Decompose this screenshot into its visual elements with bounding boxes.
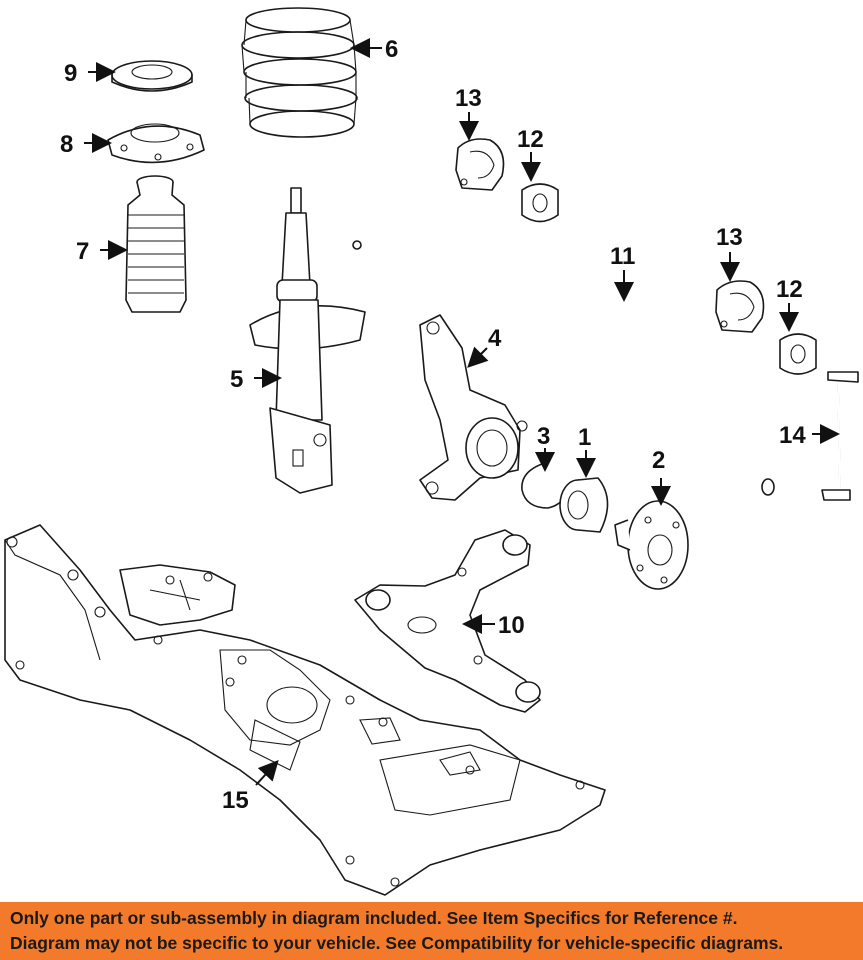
callout-11: 11 [610, 243, 635, 302]
callout-12-right: 12 [776, 276, 803, 332]
callout-8-label: 8 [60, 131, 73, 158]
callout-14-label: 14 [779, 422, 806, 449]
suspension-parts-diagram: 1 2 3 4 5 6 7 8 [4, 7, 859, 896]
callout-13-right: 13 [716, 224, 743, 282]
callout-15-label: 15 [222, 787, 249, 814]
callout-5: 5 [230, 366, 282, 393]
callout-1: 1 [576, 424, 596, 478]
disclaimer-line-1: Only one part or sub-assembly in diagram… [10, 908, 738, 928]
callout-13-right-label: 13 [716, 224, 743, 251]
disclaimer-line-2: Diagram may not be specific to your vehi… [10, 933, 784, 953]
callout-12: 12 [517, 126, 544, 182]
callout-3-label: 3 [537, 423, 550, 450]
strut-assembly [249, 187, 366, 494]
stabilizer-bushing [521, 183, 559, 223]
callout-1-label: 1 [578, 424, 591, 451]
callout-6: 6 [350, 36, 398, 63]
steering-knuckle [419, 314, 528, 501]
strut-mount [107, 123, 205, 164]
wheel-hub [614, 500, 689, 590]
callout-5-label: 5 [230, 366, 243, 393]
callout-3: 3 [535, 423, 555, 472]
callout-10-label: 10 [498, 612, 525, 639]
callout-13: 13 [455, 85, 482, 141]
callout-2-label: 2 [652, 447, 665, 474]
callout-15: 15 [222, 760, 279, 814]
stabilizer-bracket [715, 280, 765, 333]
callout-13-label: 13 [455, 85, 482, 112]
callout-9: 9 [64, 60, 116, 87]
stabilizer-link [821, 371, 859, 501]
stabilizer-bar [352, 213, 775, 496]
callout-10: 10 [462, 612, 525, 639]
callout-7: 7 [76, 238, 128, 265]
wheel-bearing [559, 477, 609, 533]
callout-12-label: 12 [517, 126, 544, 153]
callout-11-label: 11 [610, 243, 635, 270]
callout-4: 4 [467, 325, 502, 368]
callout-6-label: 6 [385, 36, 398, 63]
callout-14: 14 [779, 422, 840, 449]
callout-4-label: 4 [488, 325, 502, 352]
dust-boot [125, 175, 187, 313]
upper-insulator [111, 60, 193, 92]
subframe-crossmember [4, 524, 606, 896]
stabilizer-bushing [779, 333, 817, 375]
callout-8: 8 [60, 131, 112, 158]
disclaimer-banner: Only one part or sub-assembly in diagram… [0, 902, 863, 960]
callout-9-label: 9 [64, 60, 77, 87]
callout-7-label: 7 [76, 238, 89, 265]
callout-2: 2 [651, 447, 671, 506]
stabilizer-bracket [455, 138, 505, 191]
callout-12-right-label: 12 [776, 276, 803, 303]
coil-spring [241, 7, 358, 138]
